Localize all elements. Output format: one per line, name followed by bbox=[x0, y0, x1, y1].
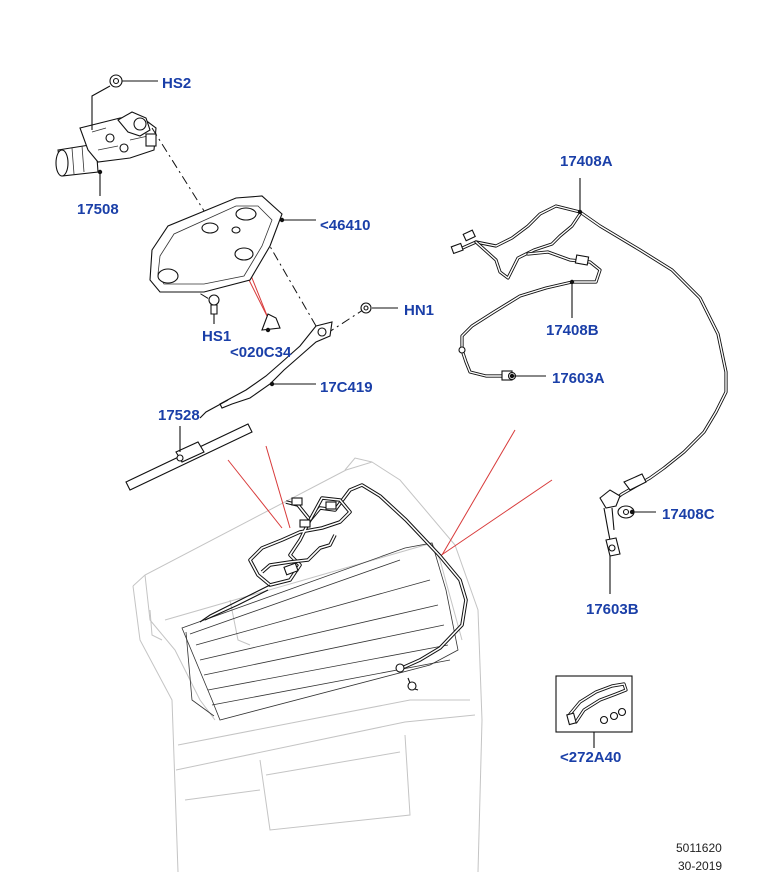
callout-17408a: 17408A bbox=[560, 153, 613, 170]
callout-020c34: <020C34 bbox=[230, 344, 292, 361]
callout-hs1: HS1 bbox=[202, 328, 231, 345]
rear-window bbox=[181, 542, 459, 721]
hose-repair-kit bbox=[555, 675, 633, 748]
callout-17408b: 17408B bbox=[546, 322, 599, 339]
wiper-motor bbox=[55, 111, 157, 196]
wiper-motor-cover bbox=[149, 195, 316, 293]
bolt-hs1 bbox=[208, 294, 220, 324]
callout-hn1: HN1 bbox=[404, 302, 434, 319]
callout-272a40: <272A40 bbox=[560, 749, 621, 766]
washer-hose-assembly bbox=[450, 178, 728, 594]
callout-17c419: 17C419 bbox=[320, 379, 373, 396]
nut-hn1 bbox=[360, 302, 398, 314]
bump-stop-020c34 bbox=[261, 313, 281, 333]
callout-17603a: 17603A bbox=[552, 370, 605, 387]
callout-17408c: 17408C bbox=[662, 506, 715, 523]
reference-date: 30-2019 bbox=[678, 859, 722, 872]
bolt-hs2 bbox=[91, 74, 158, 130]
reference-number: 5011620 bbox=[676, 841, 722, 855]
callout-hs2: HS2 bbox=[162, 75, 191, 92]
wiper-arm bbox=[199, 321, 333, 419]
callout-17528: 17528 bbox=[158, 407, 200, 424]
reference-code: 5011620 30-2019 bbox=[676, 841, 722, 872]
callout-17508: 17508 bbox=[77, 201, 119, 218]
callout-17603b: 17603B bbox=[586, 601, 639, 618]
callout-labels: HS2 17508 <46410 HS1 <020C34 HN1 17C419 … bbox=[77, 75, 715, 766]
callout-46410: <46410 bbox=[320, 217, 370, 234]
tailgate-ghost-outline bbox=[132, 457, 483, 872]
red-leader-lines bbox=[227, 267, 553, 557]
wiper-blade bbox=[125, 423, 253, 491]
tailgate-harness bbox=[199, 483, 468, 691]
